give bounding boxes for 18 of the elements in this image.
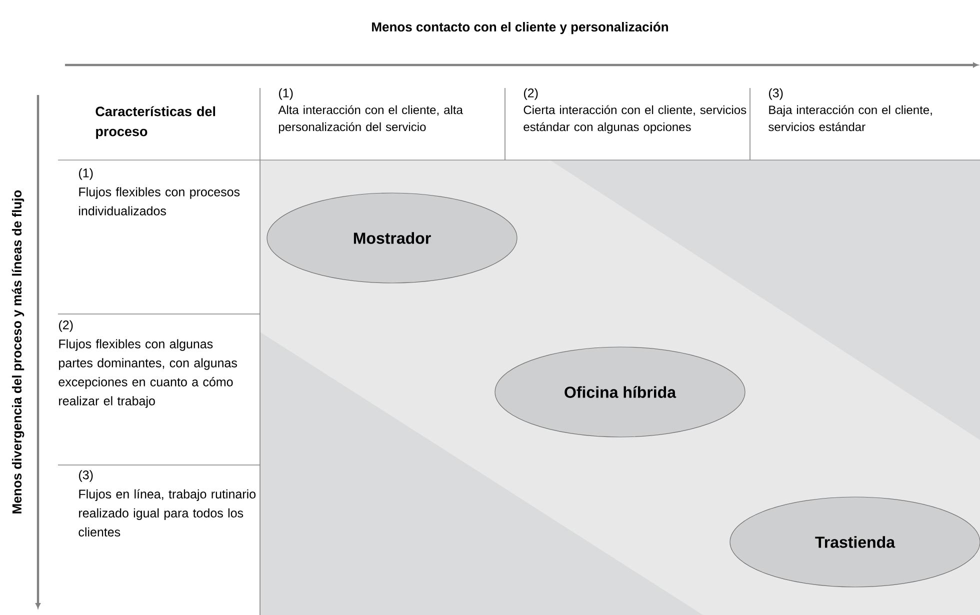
item-number: (2) xyxy=(58,320,73,332)
ellipse-node: Mostrador xyxy=(266,192,518,284)
item-number: (2) xyxy=(524,88,538,100)
ellipse-node: Trastienda xyxy=(730,496,980,588)
cell-text: Flujos en línea, trabajo rutinario realizado igual para todos los clientes xyxy=(78,489,256,537)
item-number: (3) xyxy=(78,470,93,482)
cell-text: Flujos flexibles con procesos individualizados xyxy=(79,187,240,216)
column-header: Características del proceso xyxy=(96,106,216,139)
ellipse-node: Oficina híbrida xyxy=(494,346,746,438)
axis-label: Menos contacto con el cliente y personalización xyxy=(372,22,668,34)
cell-text: Baja interacción con el cliente, servicios estándar xyxy=(768,105,932,132)
axis-label: Menos divergencia del proceso y más líneas de flujo xyxy=(12,190,24,514)
cell-text: Flujos flexibles con algunas partes dominantes, con algunas excepciones en cuanto a cómo realizar el trabajo xyxy=(58,339,237,408)
cell-text: Cierta interacción con el cliente, servicios estándar con algunas opciones xyxy=(524,105,746,134)
item-number: (1) xyxy=(278,88,293,100)
item-number: (3) xyxy=(768,88,783,100)
cell-text: Alta interacción con el cliente, alta personalización del servicio xyxy=(278,105,463,134)
item-number: (1) xyxy=(78,168,93,180)
